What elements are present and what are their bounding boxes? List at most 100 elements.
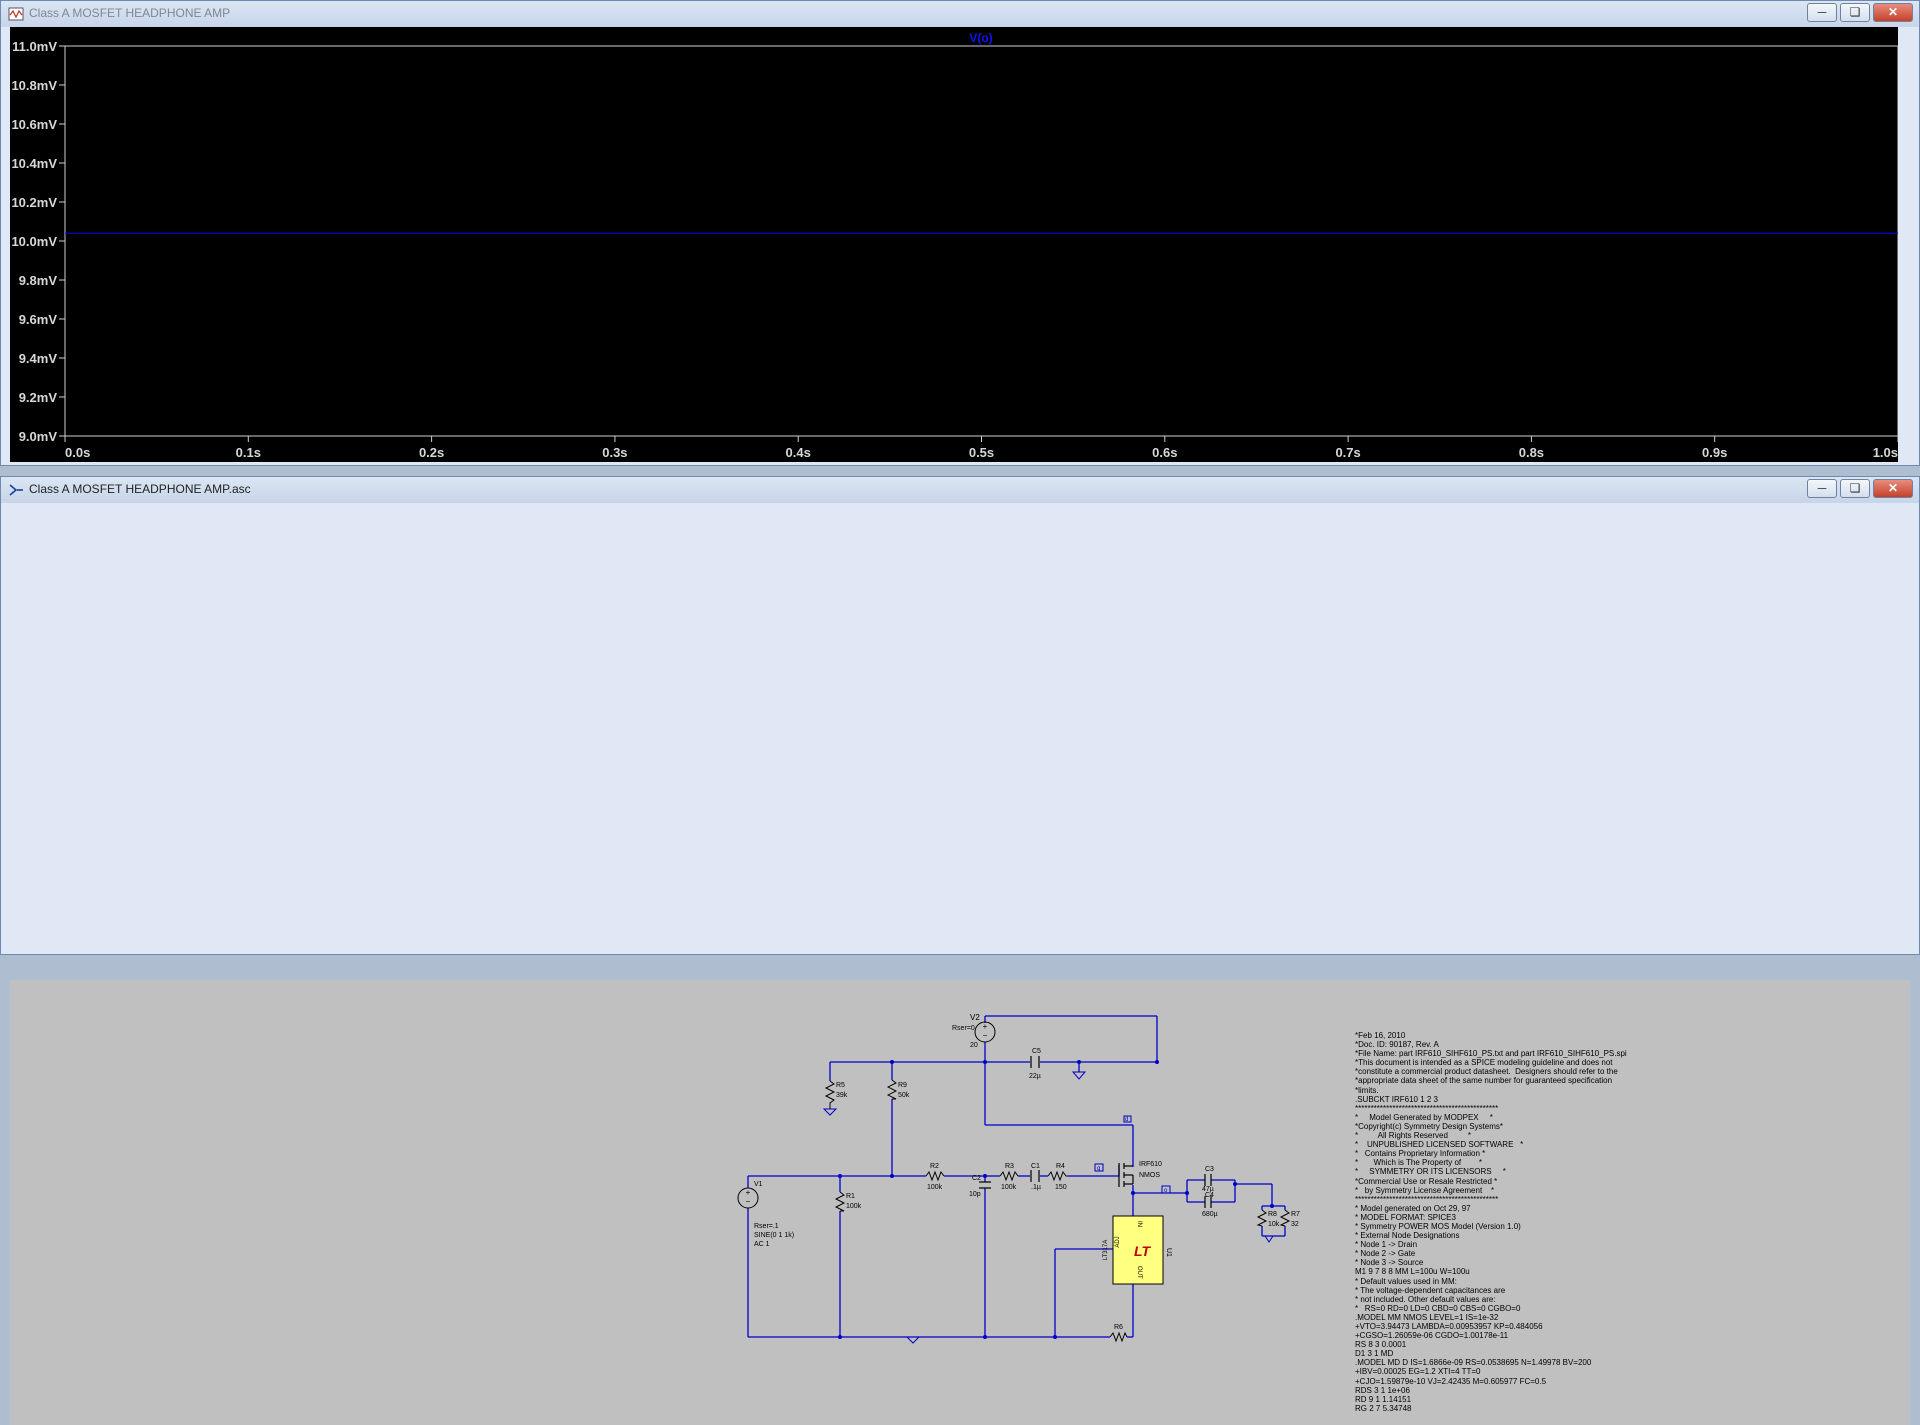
- v2-rser: Rser=0: [952, 1025, 975, 1032]
- restore-button[interactable]: ❏: [1840, 3, 1870, 22]
- r2-value: 100k: [927, 1184, 943, 1191]
- r2-label: R2: [930, 1163, 939, 1170]
- spice-line: *constitute a commercial product datashe…: [1355, 1067, 1618, 1077]
- y-tick-label: 10.2mV: [11, 195, 57, 210]
- spice-line: * RS=0 RD=0 LD=0 CBD=0 CBS=0 CGBO=0: [1355, 1303, 1521, 1313]
- c3-label: C3: [1205, 1166, 1214, 1173]
- c1-capacitor[interactable]: [1030, 1170, 1040, 1182]
- x-tick-label: 1.0s: [1873, 445, 1898, 460]
- x-tick-label: 0.3s: [602, 445, 627, 460]
- r8-resistor[interactable]: [1256, 1209, 1268, 1227]
- y-tick-label: 10.8mV: [11, 78, 57, 93]
- r3-resistor[interactable]: [999, 1170, 1019, 1182]
- x-tick-label: 0.2s: [419, 445, 444, 460]
- u1-regulator[interactable]: IN ADJ OUT LT317A LT: [1103, 1215, 1164, 1285]
- r5-resistor[interactable]: [824, 1080, 836, 1109]
- spice-line: * Node 1 -> Drain: [1355, 1240, 1418, 1250]
- y-tick-label: 9.0mV: [19, 429, 58, 444]
- spice-line: * Default values used in MM:: [1355, 1276, 1457, 1286]
- minimize-icon: ─: [1817, 481, 1827, 495]
- close-icon: ✕: [1887, 5, 1899, 19]
- r5-value: 39k: [836, 1092, 848, 1099]
- x-tick-label: 0.1s: [236, 445, 261, 460]
- spice-line: * The voltage-dependent capacitances are: [1355, 1285, 1506, 1295]
- schematic-close-button[interactable]: ✕: [1873, 479, 1913, 498]
- r9-resistor[interactable]: [886, 1079, 898, 1100]
- spice-line: ****************************************…: [1355, 1194, 1499, 1204]
- c5-capacitor[interactable]: [1030, 1056, 1040, 1068]
- svg-text:−: −: [983, 1031, 988, 1040]
- schematic-app-icon: [9, 484, 23, 496]
- y-tick-label: 10.4mV: [11, 156, 57, 171]
- spice-line: * not included. Other default values are…: [1355, 1294, 1496, 1304]
- spice-line: .MODEL MD D IS=1.6866e-09 RS=0.0538695 N…: [1355, 1358, 1592, 1368]
- spice-line: * MODEL FORMAT: SPICE3: [1355, 1212, 1456, 1222]
- net-label-d: d: [1125, 1117, 1128, 1123]
- close-button[interactable]: ✕: [1873, 3, 1913, 22]
- spice-line: RG 2 7 5.34748: [1355, 1403, 1412, 1413]
- c1-value: .1µ: [1031, 1184, 1041, 1191]
- ground-symbol: [905, 1336, 921, 1344]
- r1-label: R1: [846, 1193, 855, 1200]
- schematic-canvas[interactable]: + − V2 Rser=0 20 C5 22µ R5 39k: [10, 980, 1910, 1425]
- spice-line: *Commercial Use or Resale Restricted *: [1355, 1176, 1498, 1186]
- y-tick-label: 9.4mV: [19, 351, 58, 366]
- r9-label: R9: [898, 1082, 907, 1089]
- r6-resistor[interactable]: [1109, 1331, 1128, 1343]
- c2-capacitor[interactable]: [979, 1181, 991, 1189]
- schematic-minimize-button[interactable]: ─: [1807, 479, 1837, 498]
- spice-line: * Symmetry POWER MOS Model (Version 1.0): [1355, 1221, 1521, 1231]
- c3-capacitor[interactable]: [1204, 1174, 1212, 1186]
- spice-line: ****************************************…: [1355, 1103, 1499, 1113]
- m1-mosfet[interactable]: [1118, 1163, 1134, 1187]
- y-tick-label: 10.6mV: [11, 117, 57, 132]
- y-tick-label: 9.6mV: [19, 312, 58, 327]
- v1-rser: Rser=.1: [754, 1223, 779, 1230]
- m1-label: IRF610: [1139, 1161, 1162, 1168]
- r7-resistor[interactable]: [1279, 1209, 1291, 1227]
- spice-line: +CGSO=1.26059e-06 CGDO=1.00178e-11: [1355, 1331, 1509, 1341]
- spice-line: *Feb 16, 2010: [1355, 1031, 1406, 1040]
- schematic-restore-button[interactable]: ❏: [1840, 479, 1870, 498]
- spice-directive-text[interactable]: *Feb 16, 2010*Doc. ID: 90187, Rev. A*Fil…: [1355, 1031, 1627, 1413]
- v1-ac: AC 1: [754, 1241, 770, 1248]
- waveform-titlebar[interactable]: Class A MOSFET HEADPHONE AMP ─ ❏ ✕: [1, 1, 1919, 27]
- spice-line: * SYMMETRY OR ITS LICENSORS *: [1355, 1167, 1506, 1177]
- minimize-button[interactable]: ─: [1807, 3, 1837, 22]
- spice-line: .MODEL MM NMOS LEVEL=1 IS=1e-32: [1355, 1312, 1499, 1322]
- spice-line: *appropriate data sheet of the same numb…: [1355, 1076, 1613, 1086]
- close-icon: ✕: [1887, 481, 1899, 495]
- restore-icon: ❏: [1849, 481, 1861, 495]
- waveform-plot[interactable]: V(o) 11.0mV10.8mV10.6mV10.4mV10.2mV10.0m…: [10, 27, 1899, 462]
- r7-label: R7: [1291, 1211, 1300, 1218]
- schematic-window-title: Class A MOSFET HEADPHONE AMP.asc: [29, 482, 251, 496]
- waveform-window-title: Class A MOSFET HEADPHONE AMP: [29, 6, 231, 20]
- v1-sine: SINE(0 1 1k): [754, 1232, 794, 1239]
- svg-text:−: −: [746, 1197, 751, 1206]
- minimize-icon: ─: [1817, 5, 1827, 19]
- v1-source[interactable]: + −: [737, 1187, 759, 1209]
- u1-part: LT317A: [1103, 1240, 1109, 1261]
- schematic-titlebar[interactable]: Class A MOSFET HEADPHONE AMP.asc ─ ❏ ✕: [1, 477, 1919, 503]
- c4-value: 680µ: [1202, 1211, 1218, 1218]
- c2-value: 10p: [969, 1191, 981, 1198]
- spice-line: RDS 3 1 1e+06: [1355, 1385, 1410, 1395]
- v2-source[interactable]: + −: [974, 1021, 996, 1043]
- spice-line: *limits.: [1355, 1085, 1379, 1095]
- r4-resistor[interactable]: [1047, 1170, 1068, 1182]
- x-tick-label: 0.8s: [1519, 445, 1544, 460]
- r1-resistor[interactable]: [834, 1191, 846, 1212]
- schematic-window: Class A MOSFET HEADPHONE AMP.asc ─ ❏ ✕: [0, 476, 1920, 1425]
- spice-line: RD 9 1 1.14151: [1355, 1394, 1412, 1404]
- y-tick-label: 11.0mV: [12, 39, 57, 54]
- spice-line: *File Name: part IRF610_SIHF610_PS.txt a…: [1355, 1049, 1627, 1059]
- spice-line: * Model generated on Oct 29, 97: [1355, 1203, 1471, 1213]
- r2-resistor[interactable]: [925, 1170, 945, 1182]
- x-tick-label: 0.0s: [65, 445, 90, 460]
- spice-line: D1 3 1 MD: [1355, 1349, 1394, 1359]
- r4-value: 150: [1055, 1184, 1067, 1191]
- trace-label[interactable]: V(o): [969, 31, 992, 45]
- x-tick-label: 0.7s: [1335, 445, 1360, 460]
- lt-logo-icon: LT: [1134, 1243, 1152, 1259]
